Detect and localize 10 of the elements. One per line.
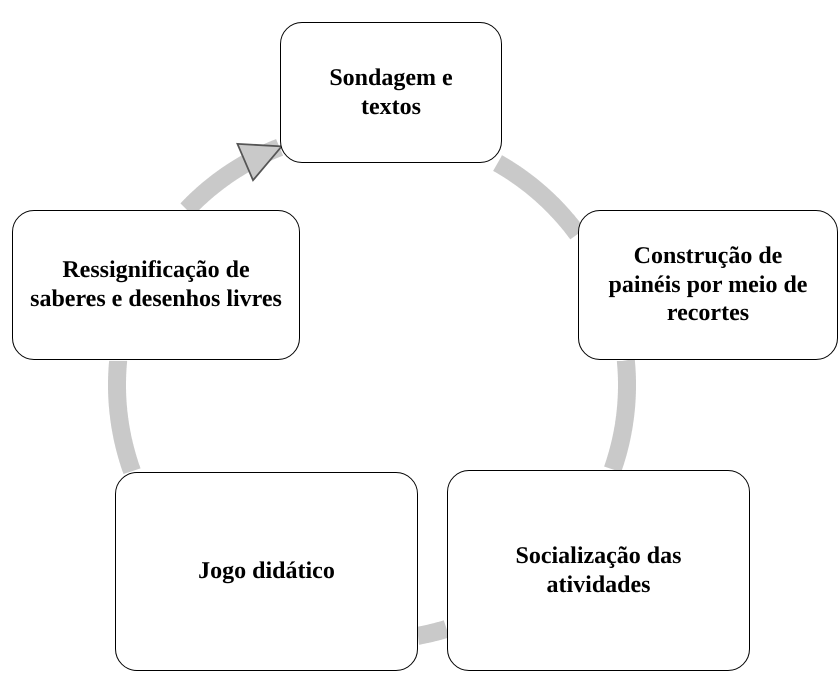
step-label: Construção de painéis por meio de recortes	[608, 242, 808, 328]
step-label: Ressignificação de saberes e desenhos livres	[29, 256, 283, 314]
process-box	[447, 470, 750, 671]
process-box	[115, 472, 418, 671]
step-label: Socialização das atividades	[514, 542, 682, 600]
process-box	[280, 22, 502, 163]
process-box	[12, 210, 300, 360]
process-box	[578, 210, 838, 360]
step-label: Jogo didático	[198, 557, 335, 586]
step-label: Sondagem e textos	[328, 64, 454, 122]
